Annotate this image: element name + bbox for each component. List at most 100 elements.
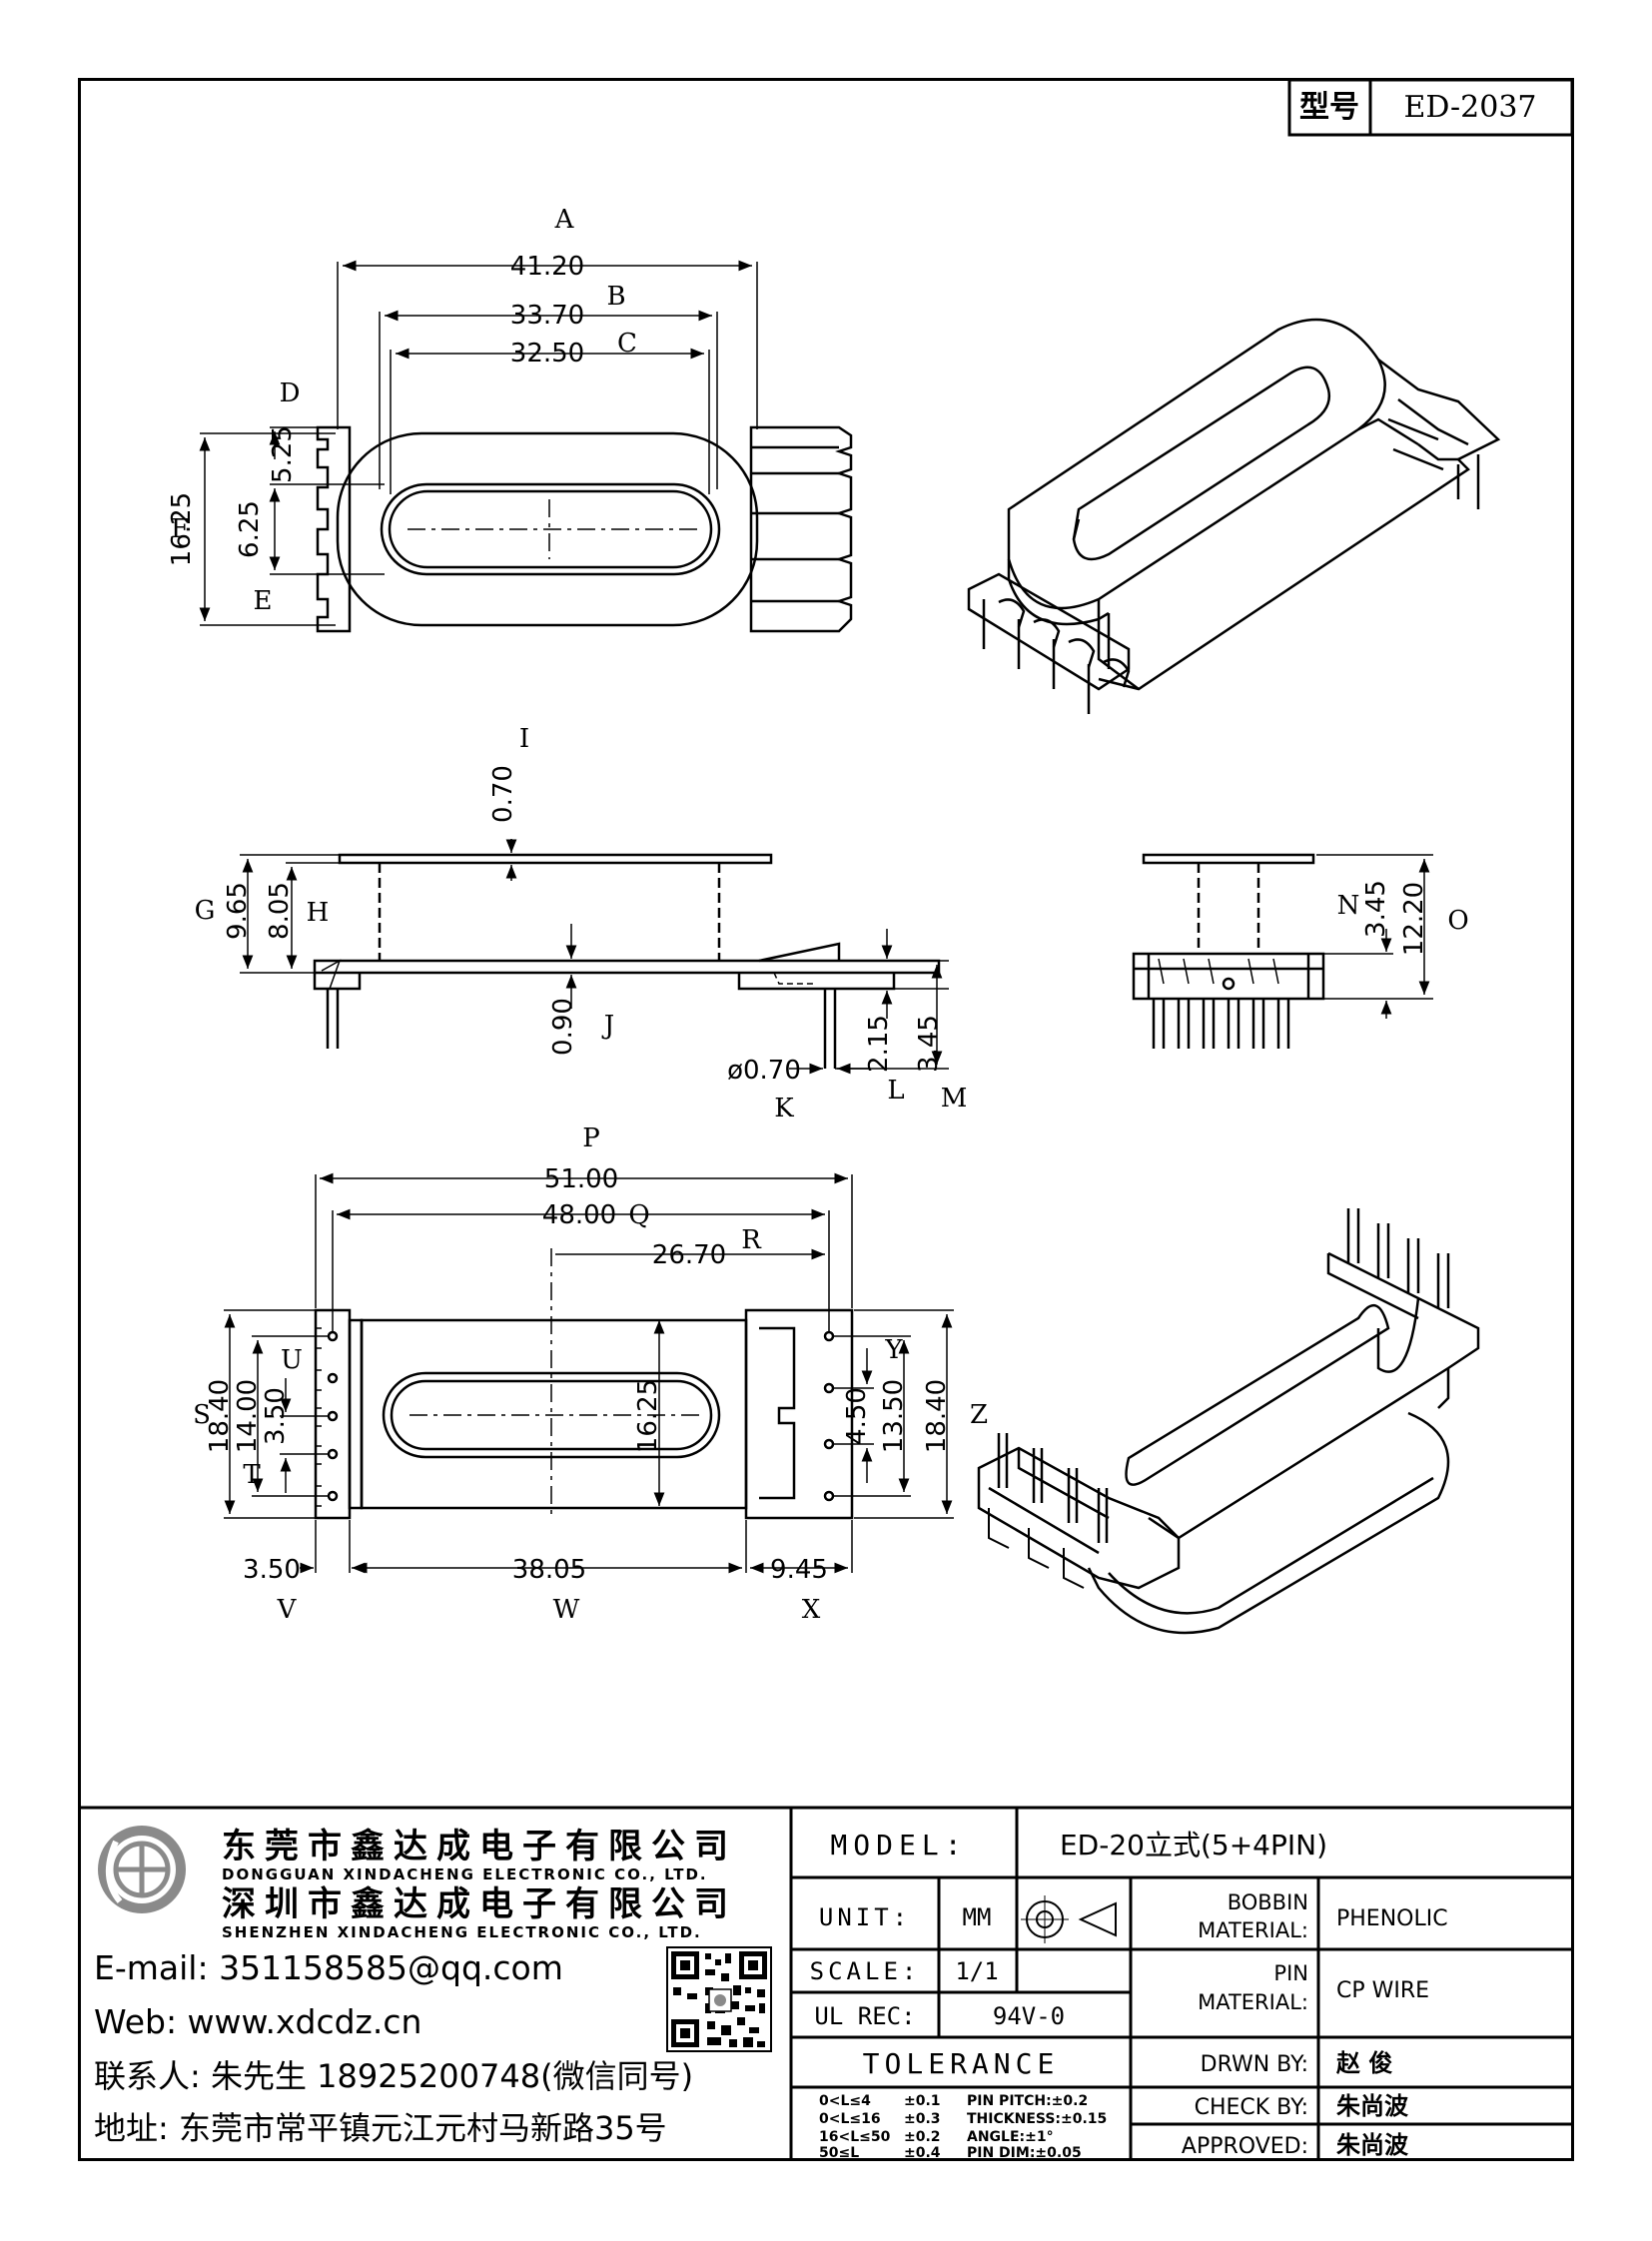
dim-K: ø0.70: [727, 1056, 801, 1086]
dim-G: 9.65: [223, 882, 253, 940]
label-H: H: [307, 898, 330, 928]
end-view-labels: N 3.45 12.20 O: [1337, 880, 1469, 956]
label-C: C: [617, 329, 637, 359]
iso-view-upper: [967, 318, 1501, 714]
pin-value: CP WIRE: [1336, 1978, 1429, 2003]
scale-value: 1/1: [955, 1957, 998, 1985]
label-P: P: [582, 1123, 600, 1153]
company-email: E-mail: 351158585@qq.com: [94, 1948, 563, 1987]
bottom-view-labels: P 51.00 Q 48.00 R 26.70 S 18.40 14.00 U …: [193, 1123, 988, 1625]
label-M: M: [941, 1084, 968, 1114]
dim-S2: 14.00: [233, 1379, 263, 1453]
dim-I: 0.70: [488, 765, 518, 823]
approved-label: APPROVED:: [1182, 2134, 1308, 2159]
pin-label-1: PIN: [1273, 1961, 1308, 1985]
bobbin-value: PHENOLIC: [1336, 1906, 1448, 1931]
dim-center: 16.25: [633, 1379, 663, 1453]
label-G: G: [195, 896, 216, 926]
title-block: [78, 1806, 1574, 2161]
label-Z: Z: [970, 1400, 988, 1430]
label-V: V: [277, 1595, 298, 1625]
dim-E: 6.25: [235, 500, 265, 558]
drwn-label: DRWN BY:: [1201, 2052, 1308, 2077]
model-label: MODEL:: [830, 1829, 967, 1862]
dim-W: 38.05: [512, 1555, 586, 1585]
unit-value: MM: [963, 1903, 992, 1931]
tol-range-2: 16<L≤50: [819, 2129, 891, 2145]
dim-P: 51.00: [544, 1164, 618, 1194]
pin-label-2: MATERIAL:: [1198, 1990, 1308, 2014]
check-label: CHECK BY:: [1195, 2095, 1308, 2120]
label-K: K: [774, 1094, 794, 1123]
label-I: I: [519, 724, 529, 754]
drawing-sheet: [78, 78, 1574, 2161]
label-R: R: [741, 1225, 762, 1255]
dim-A: 41.20: [510, 252, 584, 282]
bottom-view-dims: [224, 1172, 954, 1574]
tol-range-3: 50≤L: [819, 2145, 859, 2161]
bobbin-label-1: BOBBIN: [1228, 1890, 1308, 1914]
dim-Y: 4.50: [842, 1387, 872, 1445]
tol-value-1: ±0.3: [904, 2111, 941, 2127]
label-W: W: [553, 1595, 580, 1625]
bottom-view: [314, 1248, 854, 1520]
end-view-dims: [1316, 854, 1433, 1019]
dim-Z: 18.40: [922, 1379, 952, 1453]
type-label: 型号: [1299, 90, 1359, 125]
company-name-sz: 深圳市鑫达成电子有限公司: [222, 1884, 737, 1924]
tol-value-2: ±0.2: [904, 2129, 941, 2145]
label-F: F: [171, 514, 189, 544]
tol-note-3: PIN DIM:±0.05: [967, 2145, 1082, 2161]
tol-range-0: 0<L≤4: [819, 2093, 871, 2109]
label-O: O: [1447, 906, 1468, 936]
side-view-dims: [240, 839, 949, 1075]
side-view-labels: I 0.70 G 9.65 8.05 H 0.90 J ø0.70 K 2.15…: [195, 724, 968, 1123]
ulrec-value: 94V-0: [993, 2002, 1065, 2030]
label-Y: Y: [884, 1335, 903, 1365]
top-view: [316, 425, 853, 633]
dim-B: 33.70: [510, 301, 584, 331]
label-B: B: [606, 282, 625, 312]
company-name-dg: 东莞市鑫达成电子有限公司: [222, 1827, 737, 1867]
iso-view-lower: [977, 1208, 1480, 1635]
dim-L: 2.15: [864, 1015, 894, 1073]
dim-F: 16.25: [167, 492, 197, 566]
dim-C: 32.50: [510, 339, 584, 369]
side-view: [313, 853, 941, 1069]
projection-symbol: [1021, 1895, 1117, 1943]
dim-J: 0.90: [548, 998, 578, 1056]
dim-N: 3.45: [1361, 880, 1391, 938]
dim-Q: 48.00: [542, 1200, 616, 1230]
top-view-labels: A 41.20 B 33.70 C 32.50 D 5.25 6.25 E 16…: [167, 205, 637, 616]
check-value: 朱尚波: [1336, 2092, 1409, 2120]
label-Q: Q: [628, 1200, 649, 1230]
tol-note-1: THICKNESS:±0.15: [967, 2111, 1107, 2127]
dim-M: 3.45: [914, 1015, 944, 1073]
scale-label: SCALE:: [810, 1957, 921, 1985]
label-D: D: [280, 378, 301, 408]
qr-code: [666, 1946, 772, 2052]
label-A: A: [554, 205, 575, 235]
company-web: Web: www.xdcdz.cn: [94, 2002, 421, 2041]
label-L: L: [887, 1076, 904, 1106]
tolerance-label: TOLERANCE: [863, 2047, 1060, 2080]
unit-label: UNIT:: [819, 1903, 911, 1931]
company-info: 东莞市鑫达成电子有限公司 DONGGUAN XINDACHENG ELECTRO…: [94, 1827, 737, 2147]
model-value: ED-20立式(5+4PIN): [1060, 1829, 1327, 1862]
tol-range-1: 0<L≤16: [819, 2111, 881, 2127]
dim-X: 9.45: [770, 1555, 828, 1585]
ulrec-label: UL REC:: [814, 2002, 915, 2030]
end-view: [1132, 853, 1325, 1049]
company-contact: 联系人: 朱先生 18925200748(微信同号): [94, 2057, 693, 2095]
label-S: S: [193, 1400, 211, 1430]
type-block: 型号 ED-2037: [1287, 78, 1574, 137]
dim-U: 3.50: [261, 1387, 291, 1445]
dim-H: 8.05: [265, 882, 295, 940]
label-X: X: [802, 1595, 821, 1625]
company-name-sz-en: SHENZHEN XINDACHENG ELECTRONIC CO., LTD.: [222, 1923, 702, 1941]
tol-value-0: ±0.1: [904, 2093, 941, 2109]
dim-R: 26.70: [652, 1240, 726, 1270]
spec-text: MODEL: ED-20立式(5+4PIN) UNIT: MM SCALE: 1…: [810, 1829, 1448, 2159]
tol-value-3: ±0.4: [904, 2145, 941, 2161]
